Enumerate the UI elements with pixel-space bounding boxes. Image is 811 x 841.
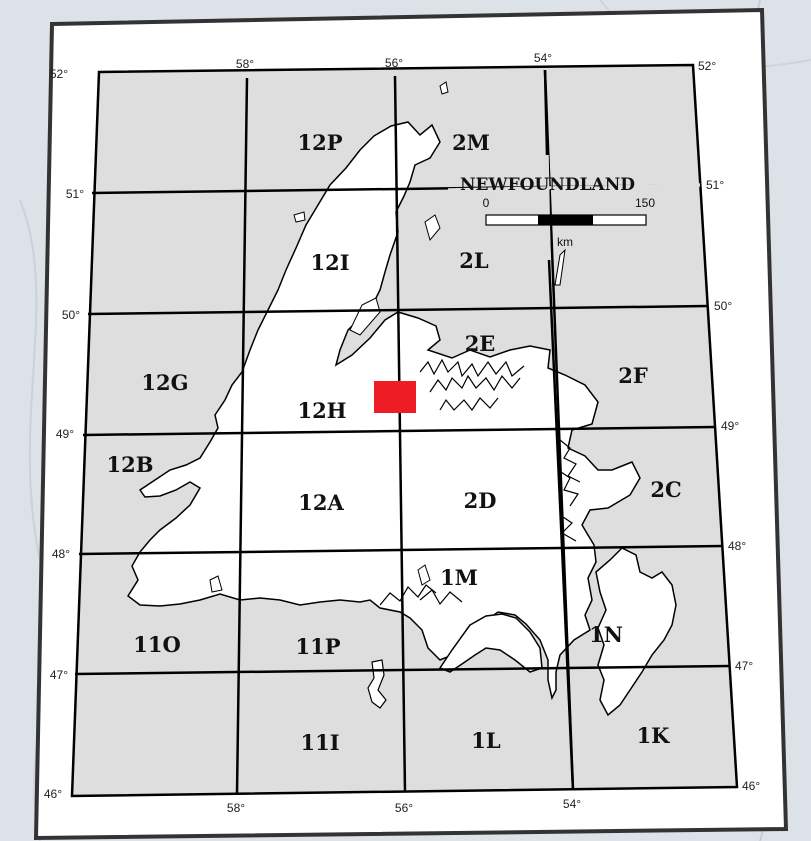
sheet-label-1N: 1N xyxy=(589,622,623,647)
sheet-label-2E: 2E xyxy=(465,331,496,356)
sheet-label-12H: 12H xyxy=(297,398,346,423)
lat-label-47-right: 47° xyxy=(735,659,753,673)
sheet-label-12G: 12G xyxy=(141,370,188,395)
lon-label-56-bottom: 56° xyxy=(395,801,413,815)
lat-label-49-right: 49° xyxy=(721,419,739,433)
lat-label-46-right: 46° xyxy=(742,779,760,793)
lat-label-50-right: 50° xyxy=(714,299,732,313)
sheet-label-2M: 2M xyxy=(452,130,490,155)
grid-break-54 xyxy=(545,154,551,261)
sheet-label-12I: 12I xyxy=(310,250,349,275)
scale-unit: km xyxy=(557,235,573,249)
sheet-label-2F: 2F xyxy=(618,363,648,388)
scale-start: 0 xyxy=(483,196,490,210)
lat-label-52-right: 52° xyxy=(698,59,716,73)
grid-break xyxy=(447,183,701,192)
lat-label-51-right: 51° xyxy=(706,178,724,192)
sheet-label-2D: 2D xyxy=(464,488,497,513)
study-area-marker xyxy=(374,381,416,413)
lat-label-49-left: 49° xyxy=(56,427,74,441)
lat-label-52-left: 52° xyxy=(50,67,68,81)
lon-label-58-bottom: 58° xyxy=(227,801,245,815)
scale-bar: 0 150 km xyxy=(483,196,656,249)
map-title: NEWFOUNDLAND xyxy=(460,175,635,195)
lat-label-51-left: 51° xyxy=(66,187,84,201)
sheet-label-2L: 2L xyxy=(459,248,489,273)
sheet-label-12B: 12B xyxy=(107,452,154,477)
coast-detail xyxy=(379,358,581,606)
sheet-label-12P: 12P xyxy=(297,130,342,155)
sheet-label-1L: 1L xyxy=(471,728,501,753)
lat-label-48-left: 48° xyxy=(52,547,70,561)
sheet-label-2C: 2C xyxy=(650,477,681,502)
sheet-label-1M: 1M xyxy=(440,565,478,590)
lat-label-47-left: 47° xyxy=(50,668,68,682)
sheet-label-12A: 12A xyxy=(298,490,344,515)
grid-line-54-north xyxy=(543,69,549,156)
lon-label-54-bottom: 54° xyxy=(563,797,581,811)
scale-end: 150 xyxy=(635,196,655,210)
lon-label-56-top: 56° xyxy=(385,56,403,70)
lon-label-54-top: 54° xyxy=(534,51,552,65)
sheet-label-11I: 11I xyxy=(300,730,339,755)
lon-label-58-top: 58° xyxy=(236,57,254,71)
sheet-label-11P: 11P xyxy=(295,634,340,659)
lat-label-50-left: 50° xyxy=(62,308,80,322)
sheet-label-1K: 1K xyxy=(637,723,671,748)
lat-label-46-left: 46° xyxy=(44,787,62,801)
grid-line-54-south xyxy=(547,259,575,791)
lat-label-48-right: 48° xyxy=(728,539,746,553)
sheet-label-11O: 11O xyxy=(133,632,181,657)
